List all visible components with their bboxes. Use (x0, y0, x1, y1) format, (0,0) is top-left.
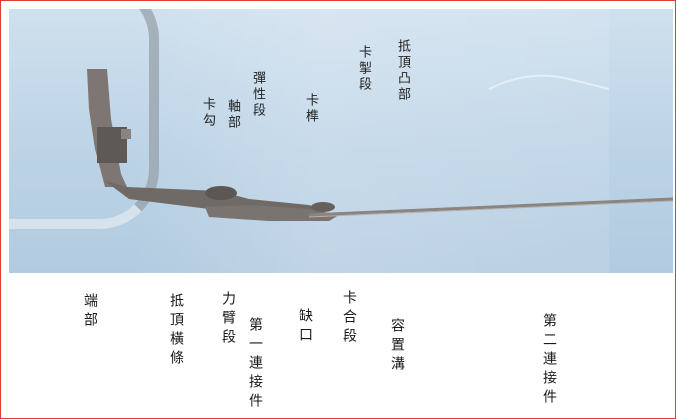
label-li-bi-duan: 力臂段 (220, 291, 236, 348)
screw (121, 129, 131, 139)
label-ka-gou: 卡勾 (200, 97, 215, 129)
label-duan-bu: 端部 (82, 293, 98, 331)
label-ka-ji-duan: 卡掣段 (356, 45, 371, 93)
label-rong-zhi-gou: 容置溝 (389, 318, 405, 375)
temple-highlight (308, 200, 673, 218)
label-di-yi-lian-jie-jian: 第一連接件 (247, 317, 263, 412)
label-di-ding-tu-bu: 抵頂凸部 (395, 39, 410, 103)
lens-outline (488, 74, 610, 90)
axle-knob (205, 186, 237, 200)
label-tan-xing-duan: 彈性段 (250, 71, 265, 119)
glasses-lens-rim (9, 9, 159, 229)
label-que-kou: 缺口 (297, 308, 313, 346)
latch-body (205, 205, 339, 221)
label-ka-he-duan: 卡合段 (341, 290, 357, 347)
photo-highlight (129, 9, 609, 273)
label-zhou-bu: 軸部 (225, 99, 240, 131)
label-ka-xiao: 卡榫 (303, 93, 318, 125)
hinge-drawing (87, 69, 673, 221)
label-di-er-lian-jie-jian: 第二連接件 (541, 313, 557, 408)
temple-wire (308, 197, 673, 217)
hinge-photo (9, 9, 673, 273)
label-di-ding-heng-tiao: 抵頂橫條 (168, 293, 184, 369)
latch-bump (311, 202, 335, 212)
